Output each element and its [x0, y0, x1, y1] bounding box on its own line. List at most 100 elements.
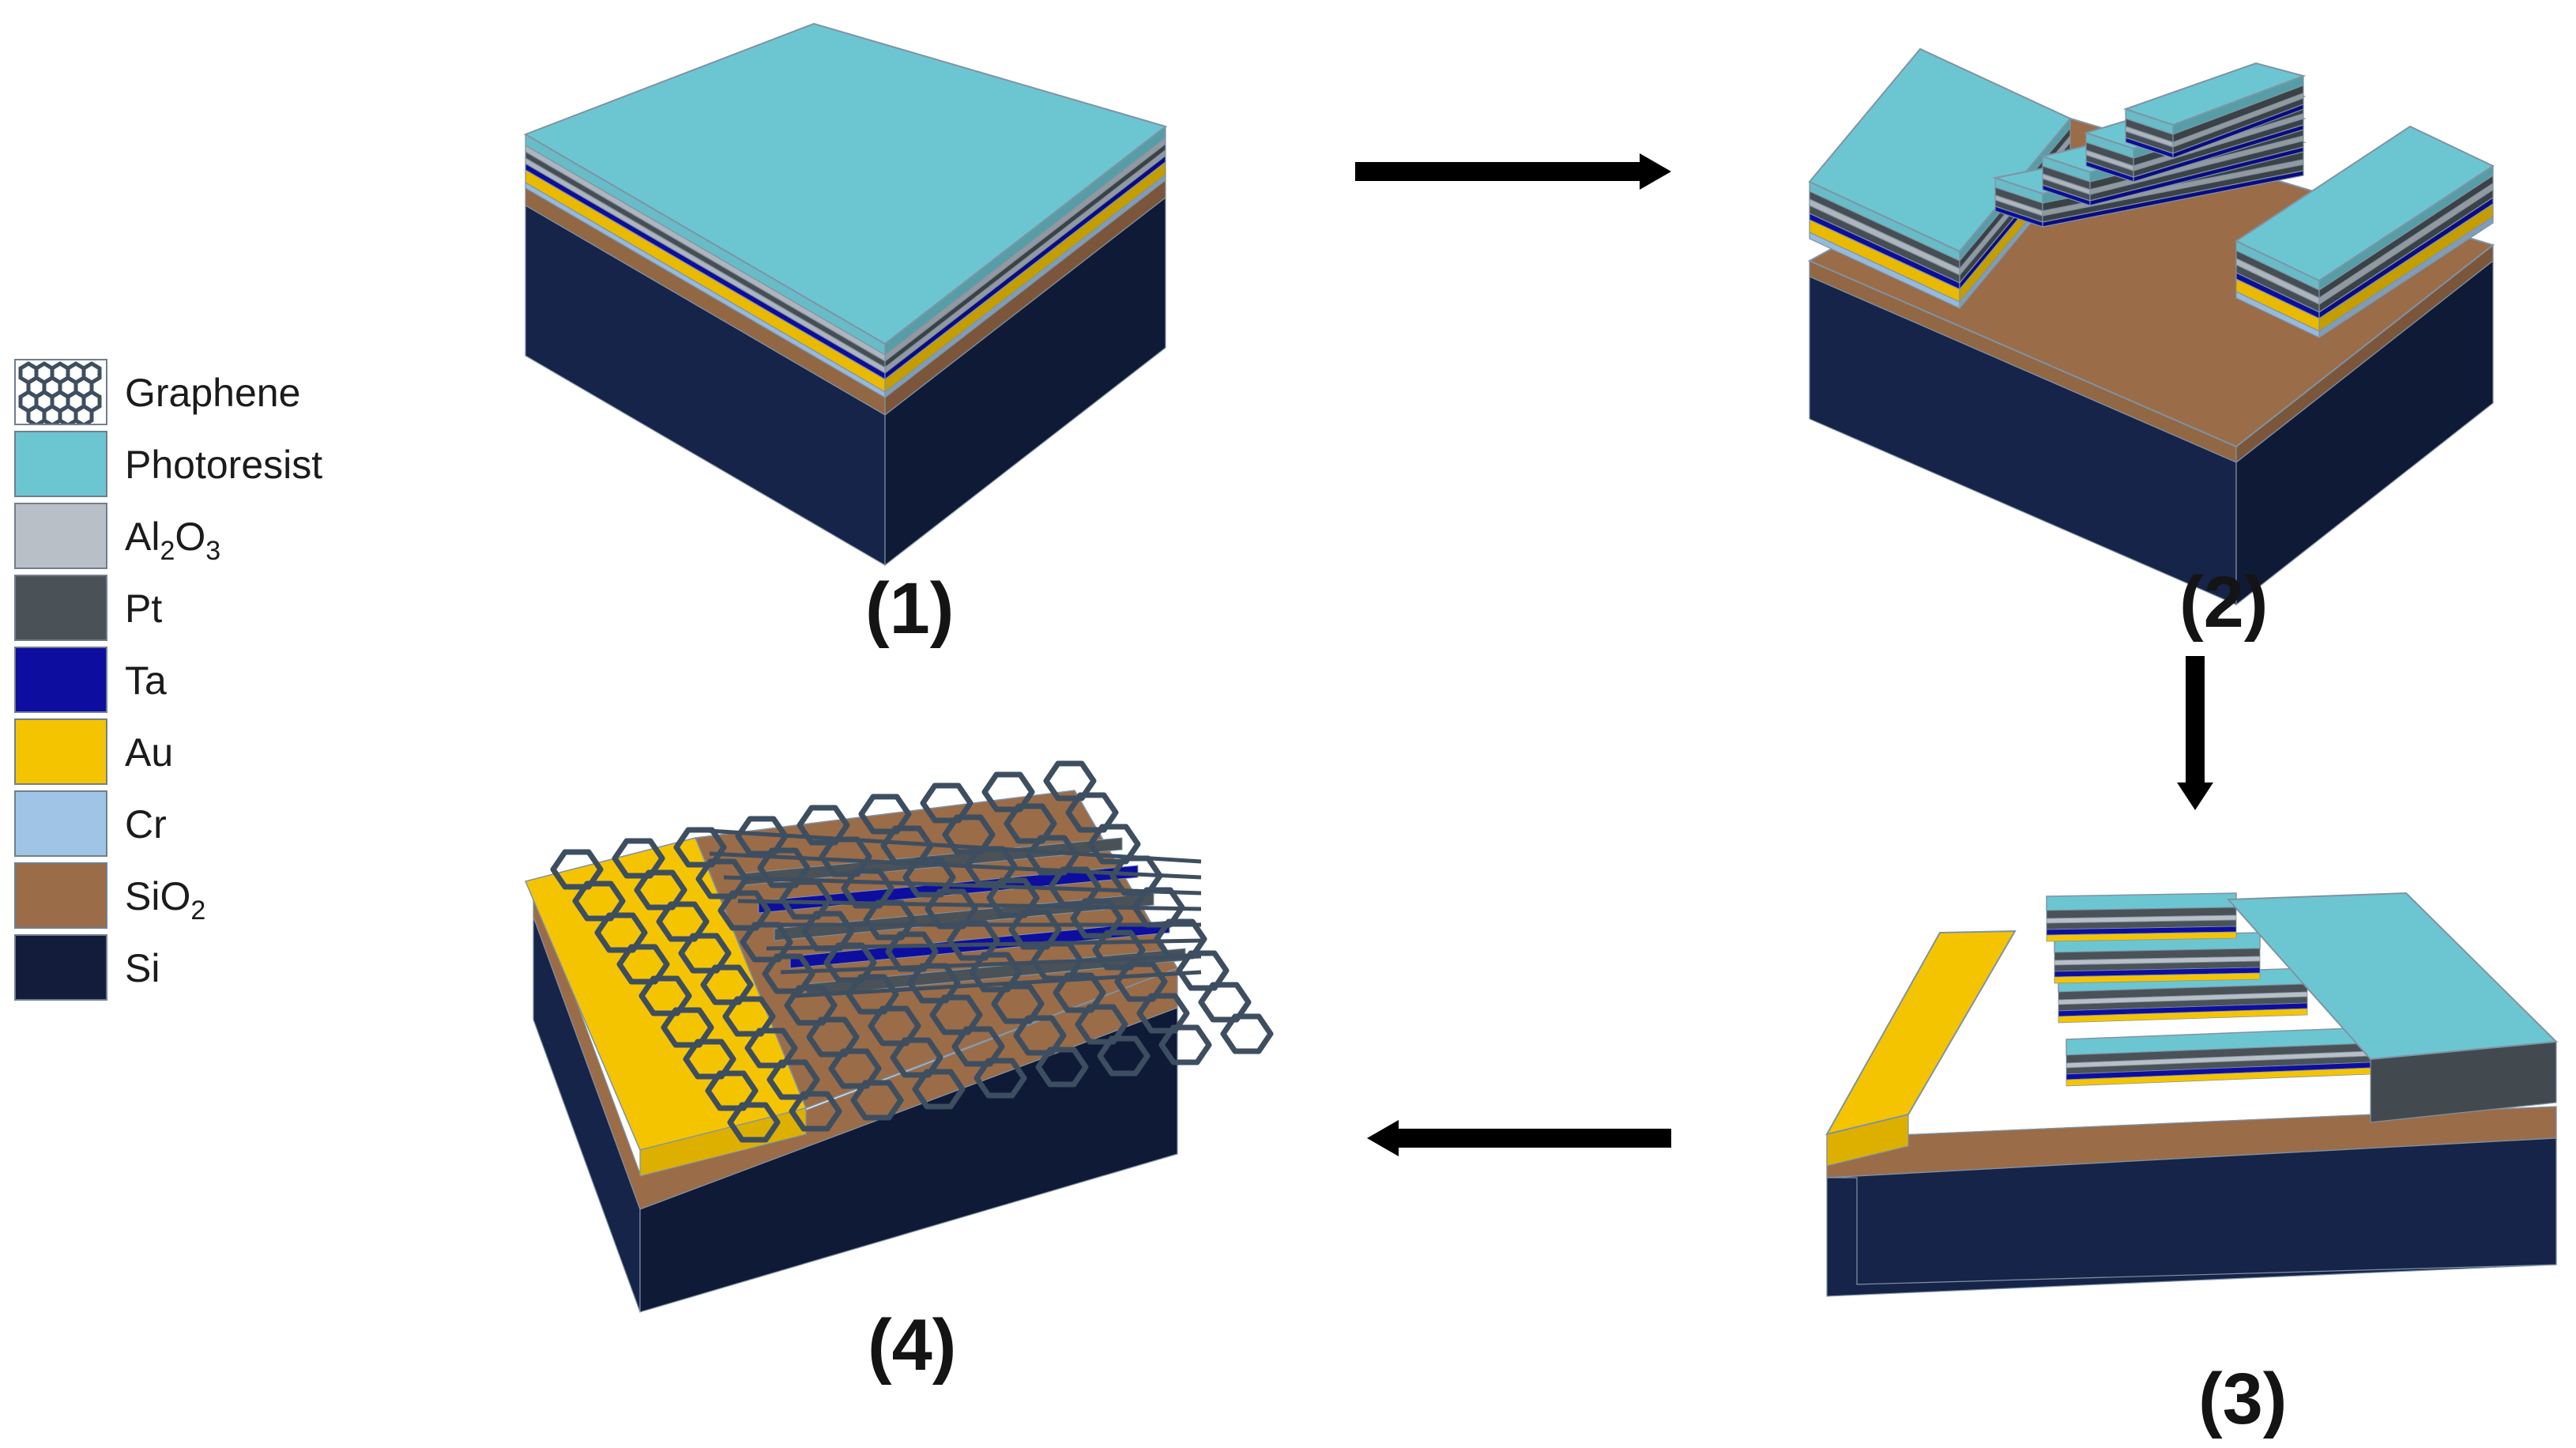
step3-gold-top — [1825, 930, 2017, 1136]
step4-graphene-strand — [709, 851, 1202, 880]
legend-label-au: Au — [125, 730, 174, 775]
al2o3-sub-1: 2 — [160, 536, 175, 566]
step-4-graphene — [524, 760, 1274, 1313]
step4-graphene-fine-mesh — [695, 828, 1202, 998]
materials-legend: Graphene Photoresist Al2O3 Pt Ta Au Cr — [14, 357, 394, 1005]
step4-graphene-hex — [717, 890, 771, 931]
legend-item-al2o3: Al2O3 — [14, 501, 394, 573]
step2-finger-3-right-layer-ta-4 — [2172, 104, 2304, 159]
step4-graphene-hex — [779, 879, 833, 920]
step4-graphene-hex — [929, 994, 983, 1035]
step-1-wafer — [523, 22, 1168, 567]
arrow-2-to-3-head — [2177, 782, 2213, 810]
step4-graphene-hex — [594, 912, 648, 953]
legend-label-sio2: SiO2 — [125, 873, 205, 924]
step4-graphene-hex — [1075, 1004, 1128, 1045]
step4-graphene-hex — [991, 983, 1045, 1024]
step1-photoresist-top — [523, 22, 1168, 345]
step4-graphene-strand — [737, 899, 1202, 911]
au-swatch — [14, 718, 107, 785]
legend-item-au: Au — [14, 717, 394, 789]
legend-label-pt: Pt — [125, 586, 163, 631]
step4-graphene-hex — [1220, 1013, 1274, 1054]
legend-item-cr: Cr — [14, 789, 394, 861]
step4-graphene-hex — [1008, 909, 1062, 950]
step4-graphene-hex — [616, 944, 670, 985]
step4-graphene-hex — [1065, 792, 1119, 833]
step4-graphene-hex — [1198, 982, 1252, 1023]
step4-graphene-hex — [638, 975, 692, 1016]
pt-swatch — [14, 575, 107, 641]
step4-graphene-hex — [1053, 972, 1106, 1013]
legend-label-ta: Ta — [125, 658, 167, 703]
graphene-swatch-icon — [14, 359, 107, 425]
step4-graphene-hex — [1035, 1046, 1089, 1088]
step4-graphene-hex — [942, 814, 996, 855]
step4-graphene-hex — [612, 838, 665, 879]
step4-graphene-hex — [912, 1069, 966, 1110]
step4-graphene-hex — [757, 847, 811, 888]
step4-graphene-hex — [902, 857, 956, 898]
step4-graphene-hex — [806, 1016, 860, 1058]
step4-graphene-hex — [986, 877, 1040, 918]
step4-graphene-hex — [1004, 803, 1057, 844]
step4-si-right — [639, 1007, 1178, 1313]
sio2-main: SiO — [125, 874, 191, 918]
step3-right-pad-top — [2226, 892, 2559, 1061]
step4-graphene-strand — [766, 938, 1202, 951]
step4-graphene-strand — [723, 875, 1202, 896]
step4-graphene-hex — [661, 1007, 714, 1048]
arrow-2-to-3-shaft — [2186, 656, 2205, 786]
step4-graphene-hex — [920, 782, 974, 824]
step4-graphene-hex — [1097, 1035, 1151, 1077]
step4-graphene-hex — [722, 996, 776, 1037]
legend-label-cr: Cr — [125, 802, 167, 847]
step4-graphene-hex — [683, 1039, 736, 1080]
step3-finger-1-layer-au-4 — [2058, 1008, 2308, 1024]
al2o3-main: Al — [125, 515, 160, 559]
step4-graphene-strand — [794, 970, 1202, 998]
al2o3-sub-2: 3 — [205, 536, 221, 566]
step1-right-layer-si-8 — [884, 196, 1166, 567]
step4-graphene-hex — [766, 1059, 820, 1100]
step4-graphene-hex — [784, 985, 838, 1026]
step4-graphene-hex — [981, 771, 1035, 813]
step4-graphene-hex — [845, 974, 899, 1015]
step4-graphene-hex — [797, 805, 850, 846]
legend-item-ta: Ta — [14, 645, 394, 717]
step-label-3: (3) — [2198, 1359, 2288, 1439]
step4-graphene-hex — [1043, 760, 1097, 801]
si-swatch — [14, 934, 107, 1001]
step4-graphene-hex — [850, 1080, 904, 1121]
step2-finger-1-right-layer-ta-4 — [2089, 146, 2304, 206]
step4-graphene-hex — [678, 933, 732, 974]
step4-graphene-hex — [1176, 950, 1230, 991]
step4-graphene-hex — [700, 964, 754, 1005]
ta-swatch — [14, 647, 107, 713]
step3-finger-2-layer-au-4 — [2054, 972, 2261, 984]
arrow-3-to-4-shaft — [1395, 1129, 1671, 1148]
al2o3-mid: O — [175, 515, 206, 559]
step4-graphene-hex — [858, 794, 912, 835]
step4-gold-front — [639, 1107, 807, 1177]
step4-graphene-hex — [1114, 961, 1168, 1002]
step4-graphene-hex — [969, 952, 1022, 993]
sio2-sub: 2 — [190, 896, 206, 926]
legend-item-sio2: SiO2 — [14, 861, 394, 933]
legend-label-si: Si — [125, 946, 160, 990]
step2-finger-0-right-layer-ta-4 — [2042, 170, 2304, 228]
step4-graphene-hex — [974, 1058, 1027, 1099]
step2-finger-top-3 — [2122, 62, 2307, 126]
step-3-gold-contact — [1825, 892, 2559, 1297]
legend-label-al2o3: Al2O3 — [125, 514, 220, 564]
step4-graphene-hex — [890, 1037, 943, 1078]
step4-graphene-hex — [841, 868, 894, 909]
arrow-3-to-4-head — [1367, 1120, 1399, 1156]
step4-graphene-hex — [744, 1028, 798, 1069]
step2-finger-2-right-layer-ta-4 — [2133, 124, 2304, 183]
legend-item-si: Si — [14, 933, 394, 1005]
step3-finger-3-layer-au-4 — [2046, 931, 2237, 942]
cr-swatch — [14, 790, 107, 857]
step-label-2: (2) — [2179, 562, 2269, 643]
